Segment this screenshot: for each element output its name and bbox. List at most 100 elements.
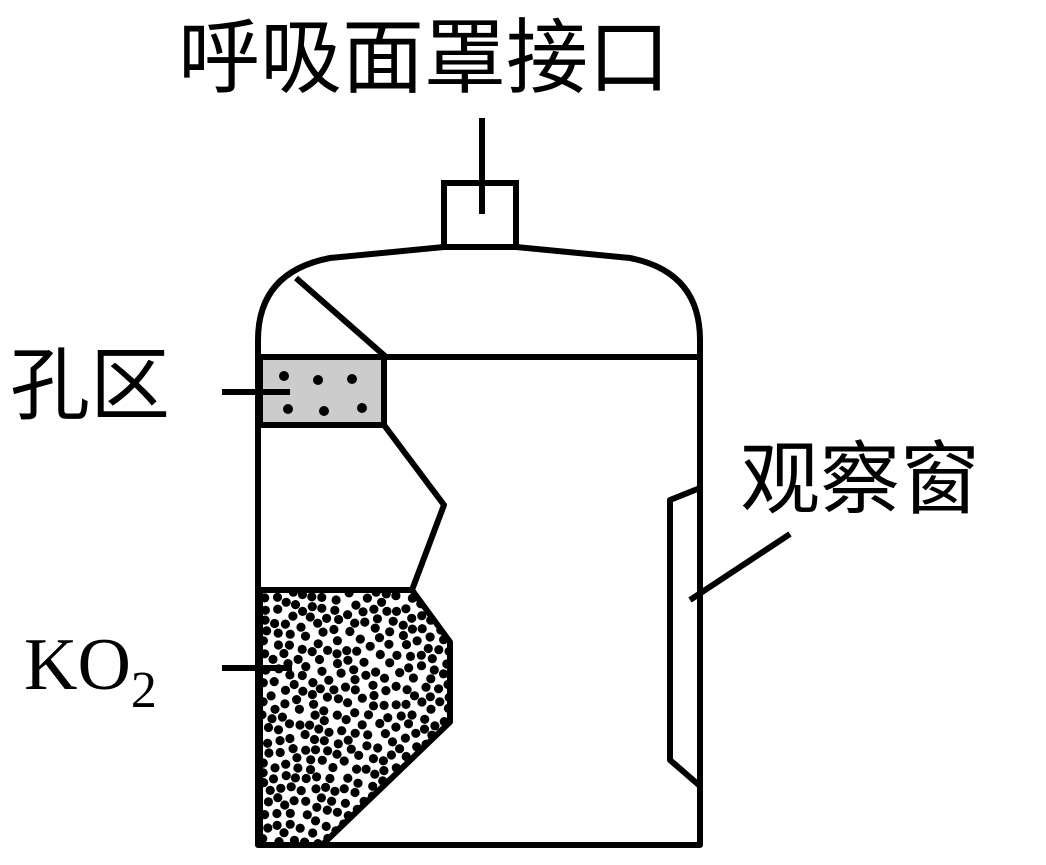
ko2-particle [333, 694, 343, 704]
ko2-particle [391, 722, 401, 732]
ko2-particle [273, 628, 283, 638]
observation-window [667, 485, 703, 789]
ko2-particle [300, 729, 310, 740]
ko2-particle [350, 685, 360, 695]
ko2-particle [420, 714, 430, 724]
ko2-particle [272, 808, 282, 819]
ko2-particle [361, 764, 371, 774]
ko2-particle [396, 711, 406, 721]
ko2-particle [380, 729, 390, 739]
ko2-particle [444, 692, 450, 703]
ko2-particle [294, 704, 304, 714]
ko2-particle [285, 629, 295, 639]
ko2-particle [281, 759, 291, 769]
ko2-particle [401, 604, 411, 614]
ko2-particle [297, 590, 308, 600]
ko2-particle [374, 633, 385, 643]
ko2-particle [269, 677, 279, 687]
ko2-particle [382, 606, 392, 616]
ko2-particle [277, 712, 287, 722]
ko2-particle [321, 782, 331, 793]
ko2-particle [354, 750, 364, 761]
ko2-particle [324, 727, 334, 737]
ko2-label: KO2 [24, 628, 157, 717]
ko2-particle [378, 776, 388, 786]
ko2-particle [360, 617, 370, 627]
ko2-particle [310, 710, 320, 720]
ko2-particle [340, 798, 350, 808]
ko2-particle [375, 718, 385, 729]
ko2-particle [272, 820, 282, 831]
ko2-particle [313, 618, 323, 628]
ko2-particle [273, 604, 283, 614]
ko2-particle [371, 590, 381, 597]
ko2-particle [401, 751, 411, 762]
ko2-particle [330, 605, 340, 616]
ko2-particle [370, 769, 380, 779]
ko2-particle [381, 590, 391, 599]
ko2-particle [357, 693, 367, 703]
mask-interface-label: 呼吸面罩接口 [178, 11, 671, 106]
container-body [255, 244, 703, 848]
ko2-particle [309, 699, 319, 709]
ko2-particle [260, 649, 270, 659]
ko2-particle [350, 618, 360, 628]
ko2-particle [317, 666, 327, 676]
ko2-particle [336, 668, 346, 678]
ko2-particle [407, 593, 417, 603]
ko2-particle [321, 821, 331, 832]
ko2-particle [284, 719, 295, 729]
ko2-particle [322, 613, 332, 624]
ko2-particle [368, 781, 378, 791]
ko2-particle [314, 724, 324, 734]
ko2-particle [401, 640, 412, 650]
ko2-particle [416, 650, 426, 660]
ko2-particle [323, 746, 333, 756]
ko2-particle [301, 662, 311, 672]
ko2-particle [280, 685, 291, 695]
ko2-particle [273, 793, 283, 803]
ko2-particle [412, 636, 422, 646]
ko2-particle [345, 626, 355, 637]
ko2-particle [391, 700, 401, 710]
ko2-particle [307, 647, 317, 657]
ko2-particle [332, 749, 342, 759]
ko2-particle [305, 765, 316, 775]
ko2-particle [423, 643, 433, 654]
ko2-particle [288, 590, 298, 597]
ko2-particle [379, 766, 389, 776]
ko2-particle [279, 648, 289, 659]
ko2-particle [444, 646, 450, 657]
ko2-label-subscript: 2 [130, 662, 157, 719]
ko2-particle [264, 748, 274, 758]
ko2-particle [392, 650, 402, 661]
ko2-particle [425, 692, 435, 702]
ko2-particle [379, 700, 389, 711]
ko2-particle [289, 796, 299, 806]
ko2-particle [404, 663, 414, 673]
ko2-particle [305, 720, 315, 730]
ko2-particle [438, 669, 449, 679]
ko2-particle [307, 592, 317, 602]
ko2-particle [400, 733, 410, 743]
ko2-particle [313, 639, 323, 649]
ko2-particle [301, 773, 311, 784]
ko2-particle [285, 670, 295, 680]
ko2-particle [411, 728, 421, 738]
ko2-particle [334, 614, 344, 625]
ko2-particle [405, 651, 416, 662]
ko2-particle [325, 773, 335, 784]
ko2-particle [281, 771, 291, 781]
ko2-particle [297, 670, 307, 681]
ko2-particle [339, 784, 349, 794]
ko2-particle [317, 603, 327, 613]
ko2-particle [434, 645, 444, 655]
ko2-particle [353, 778, 363, 788]
ko2-particle [295, 720, 305, 730]
ko2-particle [369, 604, 379, 614]
ko2-particle [267, 714, 277, 724]
ko2-particle [296, 622, 306, 632]
ko2-particle [343, 655, 353, 665]
ko2-particle [369, 690, 379, 701]
